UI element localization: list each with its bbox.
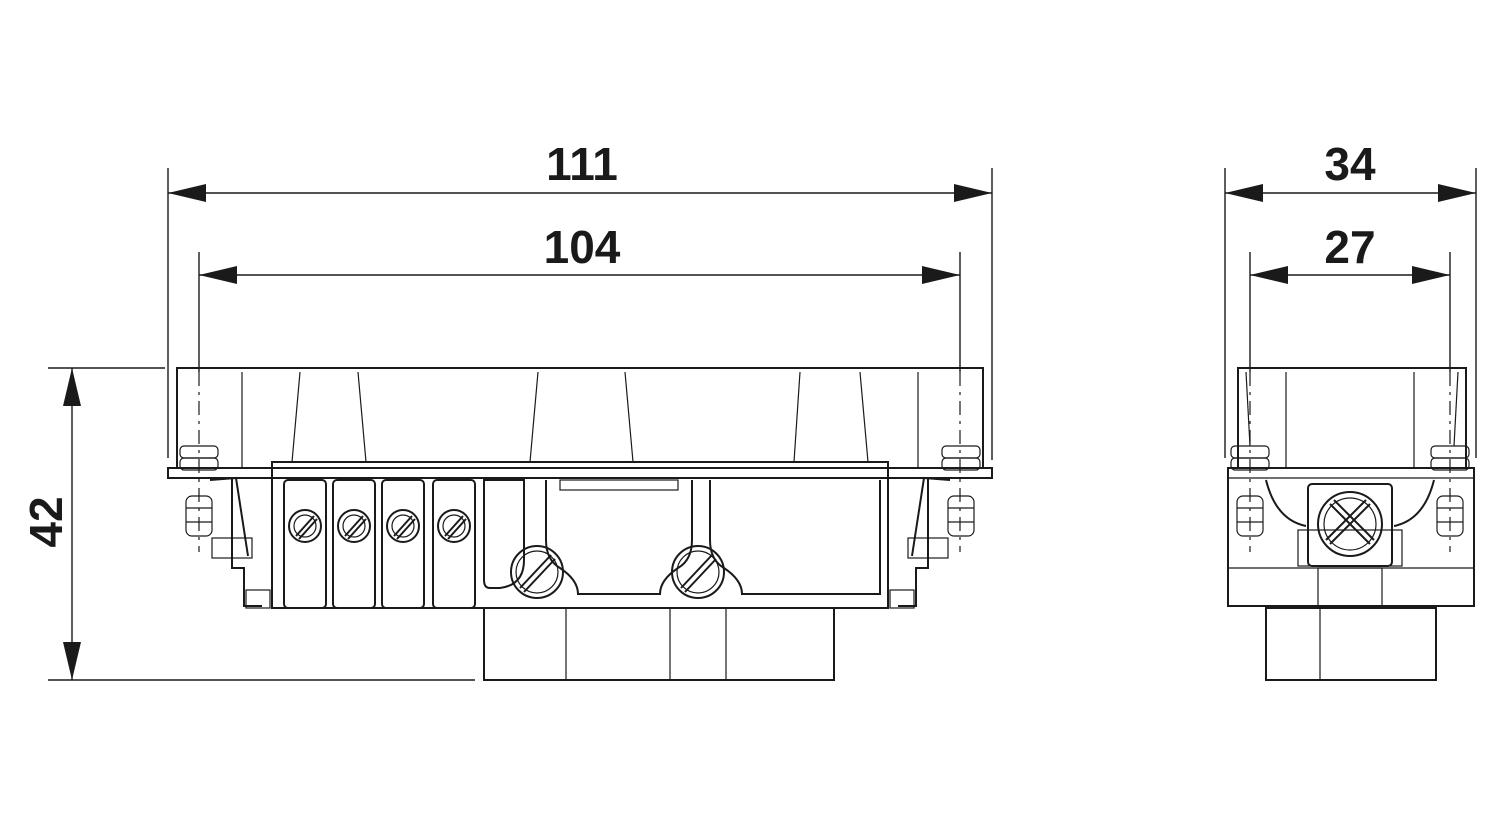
dimension-label-27: 27: [1324, 221, 1375, 273]
dimension-width-inner: 104: [198, 221, 961, 372]
front-view: [167, 367, 993, 681]
dimension-label-104: 104: [544, 221, 621, 273]
power-screw: [671, 545, 725, 599]
dimension-height: 42: [20, 367, 475, 681]
dimension-label-34: 34: [1324, 138, 1376, 190]
dimension-width-outer: 111: [167, 138, 993, 460]
cross-screw: [1317, 491, 1383, 557]
contact-screw: [337, 509, 371, 543]
contact-screw: [288, 509, 322, 543]
dimension-label-42: 42: [20, 496, 72, 547]
dimension-depth-outer: 34: [1224, 138, 1477, 458]
contact-screw: [386, 509, 420, 543]
dimension-label-111: 111: [546, 138, 618, 190]
contact-screw: [437, 509, 471, 543]
power-screw: [510, 545, 564, 599]
dimension-depth-inner: 27: [1249, 221, 1451, 372]
side-view: [1227, 367, 1475, 681]
